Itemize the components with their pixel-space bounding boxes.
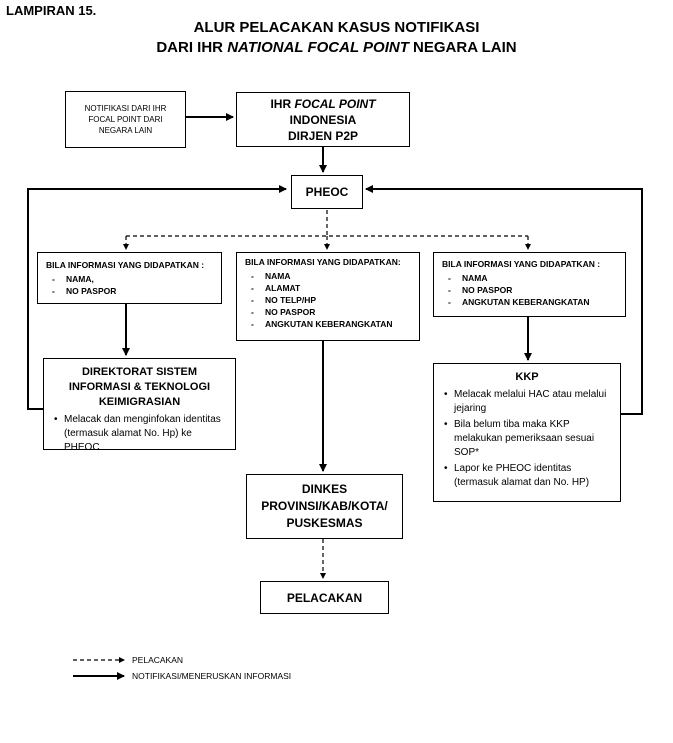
direktorat-list: Melacak dan menginfokan identitas (terma… [52,413,227,455]
info-left-heading: BILA INFORMASI YANG DIDAPATKAN : [46,260,205,270]
box-ihr-focal-point-indonesia: IHR FOCAL POINT INDONESIA DIRJEN P2P [236,92,410,147]
info-middle-heading: BILA INFORMASI YANG DIDAPATKAN: [245,257,401,267]
list-item: NAMA [245,270,411,282]
box-info-middle: BILA INFORMASI YANG DIDAPATKAN: NAMA ALA… [236,252,420,341]
list-item: Melacak melalui HAC atau melalui jejarin… [442,388,612,416]
legend-dashed-label: PELACAKAN [132,655,184,665]
box-kkp: KKP Melacak melalui HAC atau melalui jej… [433,363,621,502]
box-info-right: BILA INFORMASI YANG DIDAPATKAN : NAMA NO… [433,252,626,317]
box-pelacakan: PELACAKAN [260,581,389,614]
ihr-focal-point-line1: IHR FOCAL POINT INDONESIA [270,96,376,127]
list-item: ANGKUTAN KEBERANGKATAN [245,318,411,330]
list-item: NAMA [442,272,617,284]
arrow-kkp-to-pheoc [365,185,643,415]
box-direktorat-imigrasi: DIREKTORAT SISTEM INFORMASI & TEKNOLOGI … [43,358,236,453]
list-item: NO PASPOR [245,306,411,318]
list-item: Melacak dan menginfokan identitas (terma… [52,413,227,455]
info-left-list: NAMA, NO PASPOR [46,273,213,297]
list-item: Lapor ke PHEOC identitas (termasuk alama… [442,462,612,490]
list-item: ANGKUTAN KEBERANGKATAN [442,296,617,308]
box-pheoc: PHEOC [291,175,363,209]
list-item: NO TELP/HP [245,294,411,306]
list-item: Bila belum tiba maka KKP melakukan pemer… [442,418,612,460]
list-item: NO PASPOR [442,284,617,296]
pheoc-label: PHEOC [305,185,349,199]
list-item: ALAMAT [245,282,411,294]
box-info-left: BILA INFORMASI YANG DIDAPATKAN : NAMA, N… [37,252,222,304]
legend-solid-label: NOTIFIKASI/MENERUSKAN INFORMASI [132,671,292,681]
box-dinkes: DINKES PROVINSI/KAB/KOTA/ PUSKESMAS [246,474,403,539]
box-notification-source: NOTIFIKASI DARI IHR FOCAL POINT DARI NEG… [65,91,186,148]
ihr-focal-point-line2: DIRJEN P2P [287,128,359,143]
info-right-list: NAMA NO PASPOR ANGKUTAN KEBERANGKATAN [442,272,617,308]
kkp-list: Melacak melalui HAC atau melalui jejarin… [442,388,612,490]
list-item: NO PASPOR [46,285,213,297]
page-title-line2: DARI IHR NATIONAL FOCAL POINT NEGARA LAI… [156,39,517,56]
dinkes-label: DINKES PROVINSI/KAB/KOTA/ PUSKESMAS [261,482,388,530]
info-middle-list: NAMA ALAMAT NO TELP/HP NO PASPOR ANGKUTA… [245,270,411,330]
arrow-direktorat-to-pheoc [27,185,287,410]
kkp-title: KKP [515,371,539,383]
info-right-heading: BILA INFORMASI YANG DIDAPATKAN : [442,259,601,269]
document-label: LAMPIRAN 15. [6,3,97,18]
pelacakan-label: PELACAKAN [286,590,363,605]
page-title-line1: ALUR PELACAKAN KASUS NOTIFIKASI [193,19,480,36]
notification-source-text: NOTIFIKASI DARI IHR FOCAL POINT DARI NEG… [84,104,167,135]
list-item: NAMA, [46,273,213,285]
direktorat-title: DIREKTORAT SISTEM INFORMASI & TEKNOLOGI … [68,366,211,408]
